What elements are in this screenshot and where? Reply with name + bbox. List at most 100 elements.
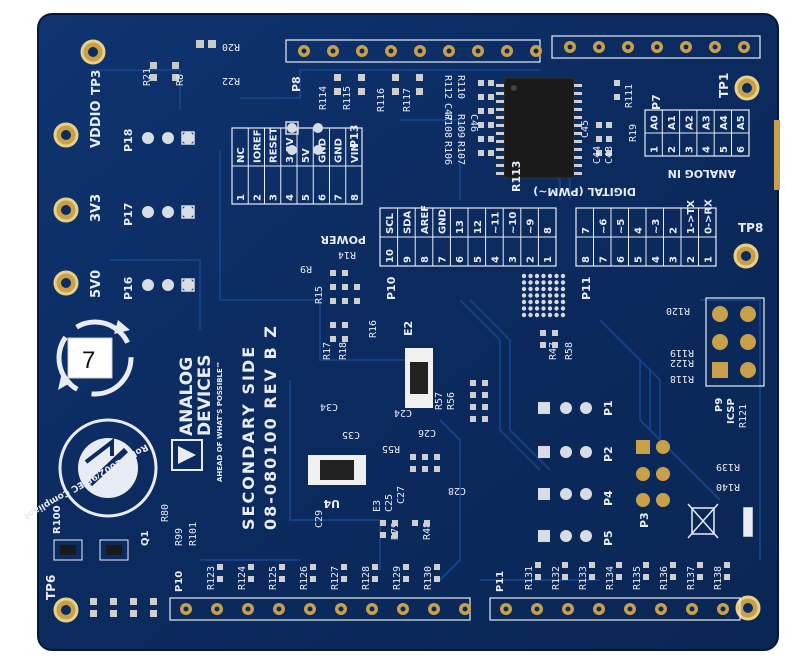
digital-p10-cell: 3 [508,256,519,263]
bottom-header-pin-hole [245,606,251,612]
r139-label: R139 [716,461,740,472]
power-header-cell: RESET [269,127,280,163]
ic-lead [574,156,582,159]
digital-p11-cell: ~6 [598,219,609,234]
bga-pad [528,312,533,318]
power-header-cell: 7 [334,194,345,201]
r57-label: R56 [446,392,457,410]
r48-label: R47 [548,342,559,360]
bga-pad [541,306,546,311]
bottom-header-pin-hole [400,606,406,612]
resistor-label: R132 [551,566,562,590]
bga-pad [528,306,533,311]
bga-pad [521,293,527,298]
analog-header-cell: A4 [719,115,730,130]
c26-label: C25 [384,494,395,512]
ic-lead [496,92,504,95]
digital-p11-cell: 1 [703,256,714,263]
bga-pad [547,280,553,285]
resistor-pad [217,576,223,582]
bga-pad [528,293,533,298]
top-header-pin-hole [741,44,747,50]
power-header-cell: 3 [269,194,280,201]
c24-label: E3 [372,500,383,512]
resistor-pad [643,574,649,580]
bga-pad [560,286,566,292]
r140-label: R140 [716,481,740,492]
top-header-pin-hole [683,44,689,50]
c28-label: C27 [396,486,407,504]
digital-p10-cell: GND [438,209,449,234]
bottom-header-pin-hole [689,606,695,612]
bga-pad [554,306,559,311]
bottom-header-pin-hole [658,606,664,612]
r21-label: R21 [142,68,153,86]
digital-p11-cell: ~5 [616,219,627,234]
resistor-label: R125 [268,566,279,590]
p4-label: P4 [602,490,615,506]
p9-label: P9 [714,398,725,412]
resistor-pad [535,574,541,580]
r117-label: R117 [402,88,413,112]
jumper-pad [538,446,550,458]
r101-label: R99 [174,528,185,546]
mid-left-smd [330,270,360,342]
r15-label: R15 [314,286,325,304]
digital-p10-cell: 7 [438,256,449,263]
ic-lead [496,108,504,111]
resistor-pad [403,576,409,582]
top-header-pin-hole [475,48,481,54]
bottom-header-pin-hole [369,606,375,612]
ic-lead [574,100,582,103]
digital-p11-cell: 7 [598,256,609,263]
bga-pad [541,312,546,318]
bga-pad [541,273,546,279]
analog-header-cell: 4 [702,146,713,153]
analog-header-cell: A2 [684,115,695,130]
bottom-header-p11 [489,597,741,621]
c47-label: C47 [442,103,453,121]
digital-p11-cell: 7 [581,227,592,234]
digital-p11-cell: 3 [668,256,679,263]
digital-p10-cell: ~9 [526,219,537,234]
digital-p10-cell: 10 [385,249,396,263]
digital-p10-cell: 13 [455,220,466,234]
c45-label: C45 [580,120,591,138]
digital-p10-cell: 2 [526,256,537,263]
p10-label: P10 [385,276,398,300]
jumper-pad [560,402,572,414]
icsp-p9-connector [705,297,765,387]
resistor-pad [434,576,440,582]
ic-lead [574,164,582,167]
r114-label: R114 [318,86,329,110]
resistor-label: R136 [659,566,670,590]
power-header-cell: 4 [285,194,296,201]
digital-p10-cell: 9 [402,256,413,263]
sticker-number: 7 [82,347,95,374]
power-title: POWER [320,233,366,246]
power-header-cell: GND [334,138,345,163]
resistor-pad [535,562,541,568]
power-header-cell: VIN [350,143,361,163]
bottom-left-smd [90,598,157,617]
c34-label: C29 [314,510,325,528]
ic-lead [574,148,582,151]
analog-header-cell: A0 [650,115,661,130]
bga-pad [560,312,566,318]
c29-label: C28 [448,485,466,496]
bga-pad-grid [521,273,566,318]
supply-jumpers [142,131,195,292]
secondary-side-label: SECONDARY SIDE [239,345,258,530]
digital-p11-cell: 4 [633,227,644,234]
resistor-label: R133 [578,566,589,590]
resistor-pad [616,562,622,568]
r112-label: R112 [442,75,453,99]
number-sticker [67,337,113,379]
r22-label: R22 [222,75,240,86]
q1-label: R100 [52,505,63,534]
digital-p10-cell: 8 [543,227,554,234]
r116-label: R116 [376,88,387,112]
r121-label: R121 [738,404,749,428]
digital-p10-cell: SCL [385,212,396,234]
resistor-label: R138 [713,566,724,590]
